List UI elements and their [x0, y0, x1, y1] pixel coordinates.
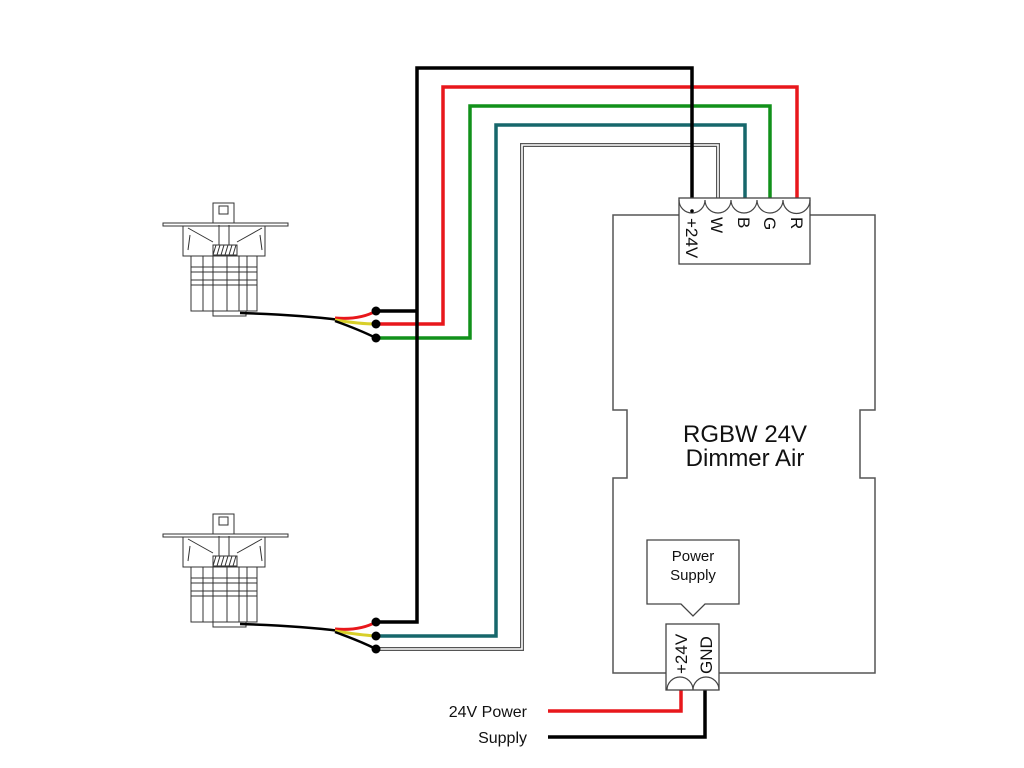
input-terminal-block — [665, 623, 720, 691]
led-fixture-2 — [162, 513, 381, 654]
blue-wire — [376, 123, 747, 638]
power-supply-callout — [646, 539, 740, 617]
red-wire — [376, 85, 799, 326]
dimmer-label-line2: Dimmer Air — [686, 445, 805, 472]
led-fixture-1 — [162, 202, 381, 343]
terminal-label-r: R — [787, 217, 806, 229]
terminal-label-b: B — [734, 217, 753, 228]
terminal-label-in-24v: +24V — [672, 633, 691, 674]
dimmer-label-line1: RGBW 24V — [683, 421, 807, 448]
terminal-label-24v: +24V — [682, 218, 701, 259]
terminal-label-gnd: GND — [697, 636, 716, 674]
terminal-label-g: G — [760, 217, 779, 230]
power-callout-line2: Supply — [670, 567, 716, 584]
plus24v-wire — [376, 66, 694, 624]
supply-label-line1: 24V Power — [449, 704, 528, 721]
power-callout-line1: Power — [672, 548, 715, 565]
terminal-label-w: W — [707, 217, 726, 233]
supply-24v-wire — [548, 687, 683, 713]
supply-label-line2: Supply — [478, 730, 527, 747]
supply-gnd-wire — [548, 687, 707, 739]
output-terminal-block — [678, 197, 811, 265]
white-wire — [376, 143, 720, 651]
green-wire — [376, 104, 772, 340]
